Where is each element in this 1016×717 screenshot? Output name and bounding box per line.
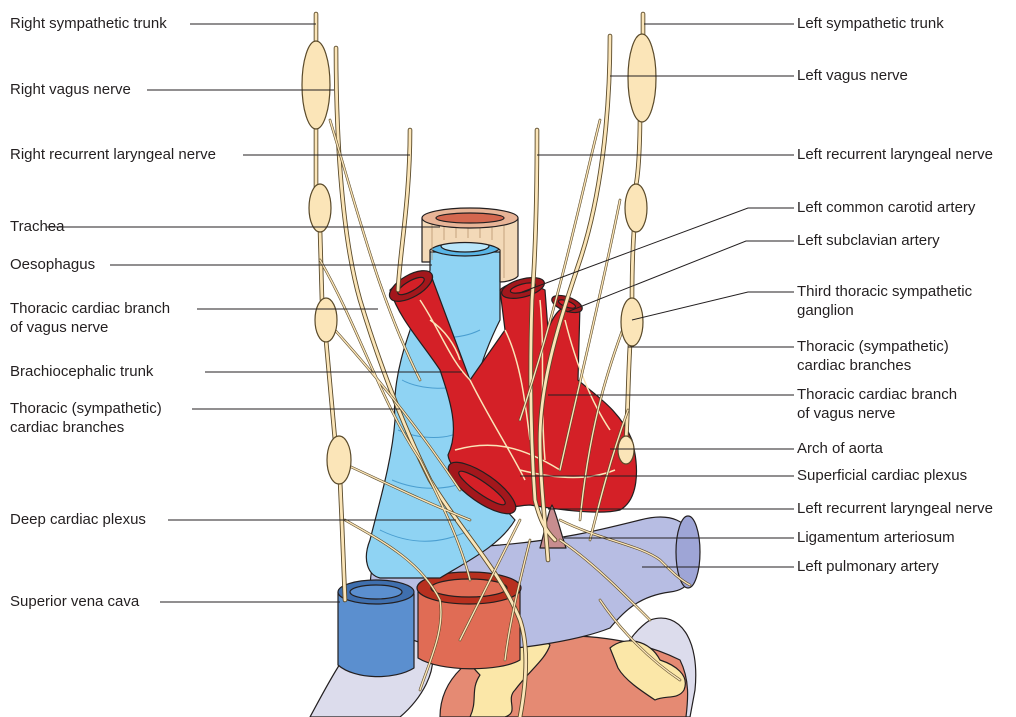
label-thoracic-sympathetic-branches-right: Thoracic (sympathetic) cardiac branches (797, 337, 949, 375)
label-line: cardiac branches (10, 418, 162, 437)
label-arch-of-aorta: Arch of aorta (797, 439, 883, 458)
label-superior-vena-cava: Superior vena cava (10, 592, 139, 611)
label-brachiocephalic-trunk: Brachiocephalic trunk (10, 362, 153, 381)
label-left-sympathetic-trunk: Left sympathetic trunk (797, 14, 944, 33)
label-left-pulmonary-artery: Left pulmonary artery (797, 557, 939, 576)
right-middle-ganglion (309, 184, 331, 232)
label-right-sympathetic-trunk: Right sympathetic trunk (10, 14, 167, 33)
label-trachea: Trachea (10, 217, 64, 236)
svc-lumen (350, 585, 402, 599)
label-right-recurrent-laryngeal-nerve: Right recurrent laryngeal nerve (10, 145, 216, 164)
label-left-vagus-nerve: Left vagus nerve (797, 66, 908, 85)
label-oesophagus: Oesophagus (10, 255, 95, 274)
left-middle-ganglion (625, 184, 647, 232)
label-line: Thoracic cardiac branch (10, 299, 170, 318)
left-superior-cervical-ganglion (628, 34, 656, 122)
label-line: cardiac branches (797, 356, 949, 375)
label-left-recurrent-laryngeal-nerve-lower: Left recurrent laryngeal nerve (797, 499, 993, 518)
label-thoracic-sympathetic-branches-left: Thoracic (sympathetic) cardiac branches (10, 399, 162, 437)
right-thoracic-ganglion (315, 298, 337, 342)
label-ligamentum-arteriosum: Ligamentum arteriosum (797, 528, 955, 547)
superior-vena-cava (338, 592, 414, 677)
label-thoracic-cardiac-branch-vagus-left: Thoracic cardiac branch of vagus nerve (10, 299, 170, 337)
label-deep-cardiac-plexus: Deep cardiac plexus (10, 510, 146, 529)
right-lower-thoracic-ganglion (327, 436, 351, 484)
label-third-thoracic-ganglion: Third thoracic sympathetic ganglion (797, 282, 972, 320)
ascending-aorta-lumen (431, 579, 507, 597)
trachea-lumen (436, 213, 504, 223)
label-line: of vagus nerve (10, 318, 170, 337)
label-left-recurrent-laryngeal-nerve: Left recurrent laryngeal nerve (797, 145, 993, 164)
right-superior-cervical-ganglion (302, 41, 330, 129)
label-line: Thoracic cardiac branch (797, 385, 957, 404)
label-line: Third thoracic sympathetic (797, 282, 972, 301)
label-line: ganglion (797, 301, 972, 320)
left-third-thoracic-ganglion (621, 298, 643, 346)
label-line: Thoracic (sympathetic) (10, 399, 162, 418)
label-left-common-carotid-artery: Left common carotid artery (797, 198, 975, 217)
label-line: Thoracic (sympathetic) (797, 337, 949, 356)
label-line: of vagus nerve (797, 404, 957, 423)
label-superficial-cardiac-plexus: Superficial cardiac plexus (797, 466, 967, 485)
label-left-subclavian-artery: Left subclavian artery (797, 231, 940, 250)
label-right-vagus-nerve: Right vagus nerve (10, 80, 131, 99)
left-lower-thoracic-ganglion (618, 436, 634, 464)
label-thoracic-cardiac-branch-vagus-right: Thoracic cardiac branch of vagus nerve (797, 385, 957, 423)
